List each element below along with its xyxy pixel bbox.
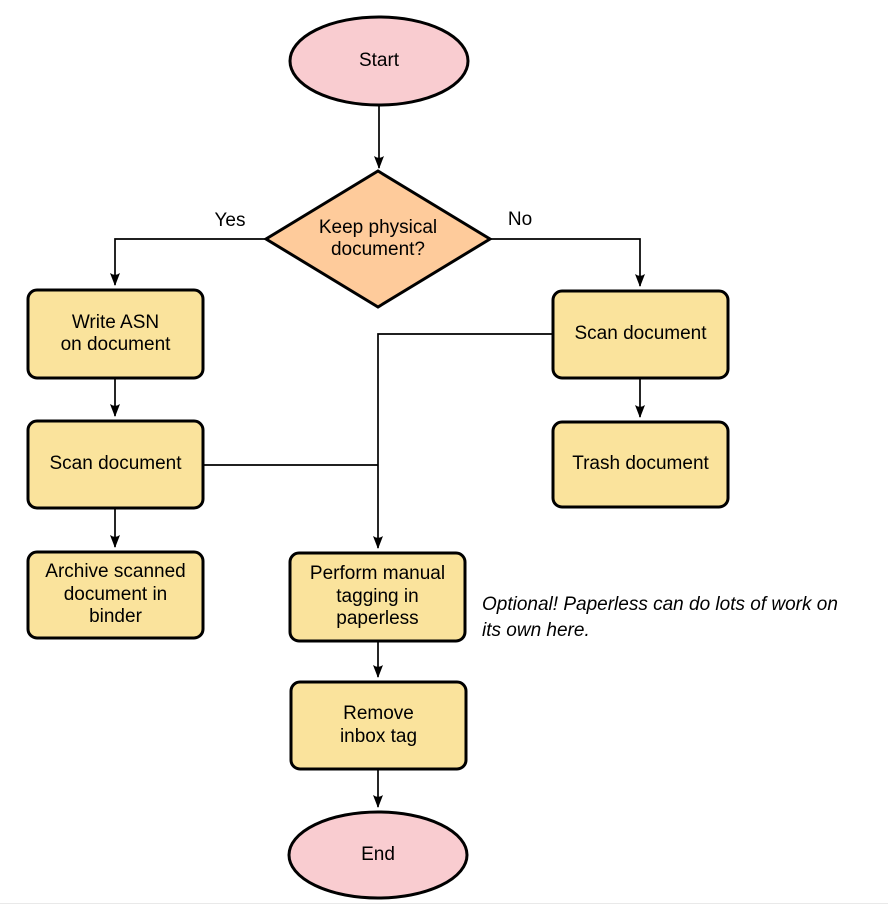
scan-yes-shape	[26, 419, 205, 510]
end-terminal-shape	[287, 810, 469, 900]
optional-annotation: Optional! Paperless can do lots of work …	[482, 594, 838, 641]
page-bottom-divider	[0, 903, 888, 904]
edge-decision-no-to-scan	[490, 238, 645, 287]
trash-shape	[551, 420, 730, 509]
yes-branch-label: Yes	[214, 210, 246, 231]
tagging-shape	[288, 551, 467, 643]
edge-scan-no-to-tagging	[373, 333, 553, 549]
archive-shape	[26, 550, 205, 640]
write-asn-shape	[26, 288, 205, 380]
scan-no-shape	[551, 289, 730, 380]
decision-diamond-shape	[263, 169, 493, 309]
start-terminal-shape	[288, 15, 470, 107]
no-branch-label: No	[507, 209, 533, 230]
remove-inbox-shape	[289, 680, 468, 771]
nodes	[26, 15, 730, 900]
edge-decision-yes-to-write-asn	[110, 238, 266, 286]
edges	[110, 106, 645, 808]
